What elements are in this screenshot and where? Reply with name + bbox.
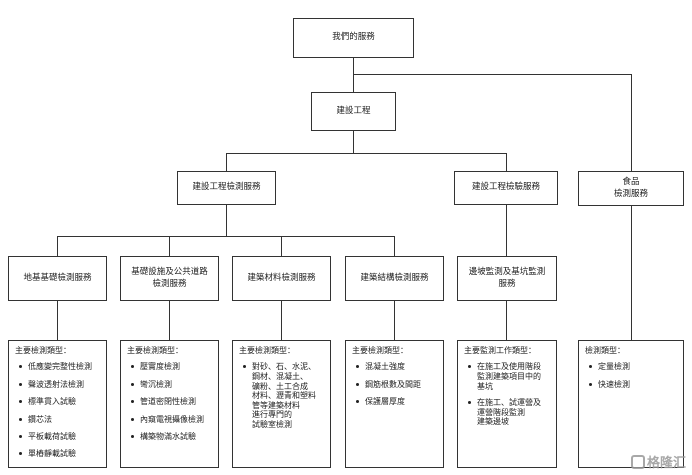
connector-d1 (57, 301, 58, 340)
list-item: 內窺電視攝像檢測 (127, 415, 212, 425)
list-item: 單樁靜載試驗 (15, 449, 100, 459)
food-detail-box: 檢測類型： 定量檢測 快速檢測 (578, 340, 684, 468)
structure-testing-label: 建築結構檢測服務 (360, 272, 429, 283)
list-item: 鋼筋根數及間距 (352, 380, 437, 390)
list-item: 對砂、石、水泥、 鋼材、混凝土、 礦粉、土工合成 材料、瀝青和塑料 管等建築材料… (239, 362, 324, 429)
list-item: 標準貫入試驗 (15, 397, 100, 407)
list-item: 在施工及使用階段 監測建築項目中的 基坑 (464, 362, 550, 391)
connector-inspection-down (506, 153, 507, 171)
list-item: 平板載荷試驗 (15, 432, 100, 442)
watermark: 格隆汇 (630, 452, 686, 471)
services-root-label: 我們的服務 (332, 32, 375, 43)
construction-testing-label: 建設工程檢測服務 (192, 182, 261, 193)
connector-level2-bar (226, 153, 507, 154)
food-testing-label: 食品 檢測服務 (613, 177, 648, 199)
detail-heading: 主要檢測類型： (127, 346, 183, 355)
connector-l3-2 (169, 236, 170, 256)
detail-list: 定量檢測 快速檢測 (585, 362, 677, 390)
infrastructure-testing-label: 基礎設施及公共道路 檢測服務 (131, 267, 208, 289)
detail-heading: 主要檢測類型： (15, 346, 71, 355)
materials-testing-box: 建築材料檢測服務 (232, 256, 331, 301)
connector-d5 (506, 301, 507, 340)
list-item: 彎沉檢測 (127, 380, 212, 390)
construction-inspection-label: 建設工程檢驗服務 (471, 182, 540, 193)
connector-testing-down (226, 153, 227, 171)
connector-l3-4 (394, 236, 395, 256)
detail-heading: 檢測類型： (585, 346, 625, 355)
connector-inspection-sub-down (506, 205, 507, 256)
list-item: 鑽芯法 (15, 415, 100, 425)
connector-d3 (281, 301, 282, 340)
connector-level3-bar (57, 236, 395, 237)
materials-detail-box: 主要檢測類型： 對砂、石、水泥、 鋼材、混凝土、 礦粉、土工合成 材料、瀝青和塑… (232, 340, 331, 468)
list-item: 在施工、試運營及 運營階段監測 建築邊坡 (464, 398, 550, 427)
detail-list: 在施工及使用階段 監測建築項目中的 基坑 在施工、試運營及 運營階段監測 建築邊… (464, 362, 550, 427)
list-item: 快速檢測 (585, 380, 677, 390)
slope-detail-box: 主要監測工作類型： 在施工及使用階段 監測建築項目中的 基坑 在施工、試運營及 … (457, 340, 557, 468)
connector-food-down (631, 74, 632, 171)
watermark-text: 格隆汇 (646, 456, 686, 471)
foundation-testing-box: 地基基礎檢測服務 (8, 256, 107, 301)
structure-testing-box: 建築結構檢測服務 (345, 256, 444, 301)
services-root-box: 我們的服務 (293, 18, 414, 58)
connector-d6 (631, 205, 632, 340)
connector-l3-3 (281, 236, 282, 256)
infrastructure-detail-box: 主要檢測類型： 壓實度檢測 彎沉檢測 管道密閉性檢測 內窺電視攝像檢測 構築物滿… (120, 340, 219, 468)
structure-detail-box: 主要檢測類型： 混凝土強度 鋼筋根數及間距 保護層厚度 (345, 340, 444, 468)
connector-construction-down (353, 131, 354, 153)
materials-testing-label: 建築材料檢測服務 (247, 272, 316, 283)
foundation-detail-box: 主要檢測類型： 低應變完整性檢測 聲波透射法檢測 標準貫入試驗 鑽芯法 平板載荷… (8, 340, 107, 468)
list-item: 保護層厚度 (352, 397, 437, 407)
connector-l3-1 (57, 236, 58, 256)
list-item: 構築物滿水試驗 (127, 432, 212, 442)
detail-list: 混凝土強度 鋼筋根數及間距 保護層厚度 (352, 362, 437, 407)
list-item: 壓實度檢測 (127, 362, 212, 372)
construction-box: 建設工程 (311, 92, 396, 131)
construction-inspection-box: 建設工程檢驗服務 (454, 171, 558, 205)
slope-monitoring-box: 邊坡監測及基坑監測 服務 (457, 256, 557, 301)
list-item: 混凝土強度 (352, 362, 437, 372)
detail-list: 低應變完整性檢測 聲波透射法檢測 標準貫入試驗 鑽芯法 平板載荷試驗 單樁靜載試… (15, 362, 100, 459)
connector-root-right (353, 74, 632, 75)
list-item: 聲波透射法檢測 (15, 380, 100, 390)
construction-label: 建設工程 (336, 105, 371, 116)
slope-monitoring-label: 邊坡監測及基坑監測 服務 (468, 267, 546, 289)
connector-testing-sub-down (226, 205, 227, 236)
detail-list: 對砂、石、水泥、 鋼材、混凝土、 礦粉、土工合成 材料、瀝青和塑料 管等建築材料… (239, 362, 324, 429)
list-item: 管道密閉性檢測 (127, 397, 212, 407)
detail-heading: 主要檢測類型： (239, 346, 295, 355)
detail-heading: 主要監測工作類型： (464, 346, 536, 355)
connector-d4 (394, 301, 395, 340)
list-item: 低應變完整性檢測 (15, 362, 100, 372)
detail-heading: 主要檢測類型： (352, 346, 408, 355)
construction-testing-box: 建設工程檢測服務 (177, 171, 276, 205)
detail-list: 壓實度檢測 彎沉檢測 管道密閉性檢測 內窺電視攝像檢測 構築物滿水試驗 (127, 362, 212, 442)
infrastructure-testing-box: 基礎設施及公共道路 檢測服務 (120, 256, 219, 301)
watermark-logo-icon (630, 454, 645, 469)
connector-d2 (169, 301, 170, 340)
foundation-testing-label: 地基基礎檢測服務 (23, 272, 92, 283)
list-item: 定量檢測 (585, 362, 677, 372)
food-testing-box: 食品 檢測服務 (578, 171, 684, 206)
